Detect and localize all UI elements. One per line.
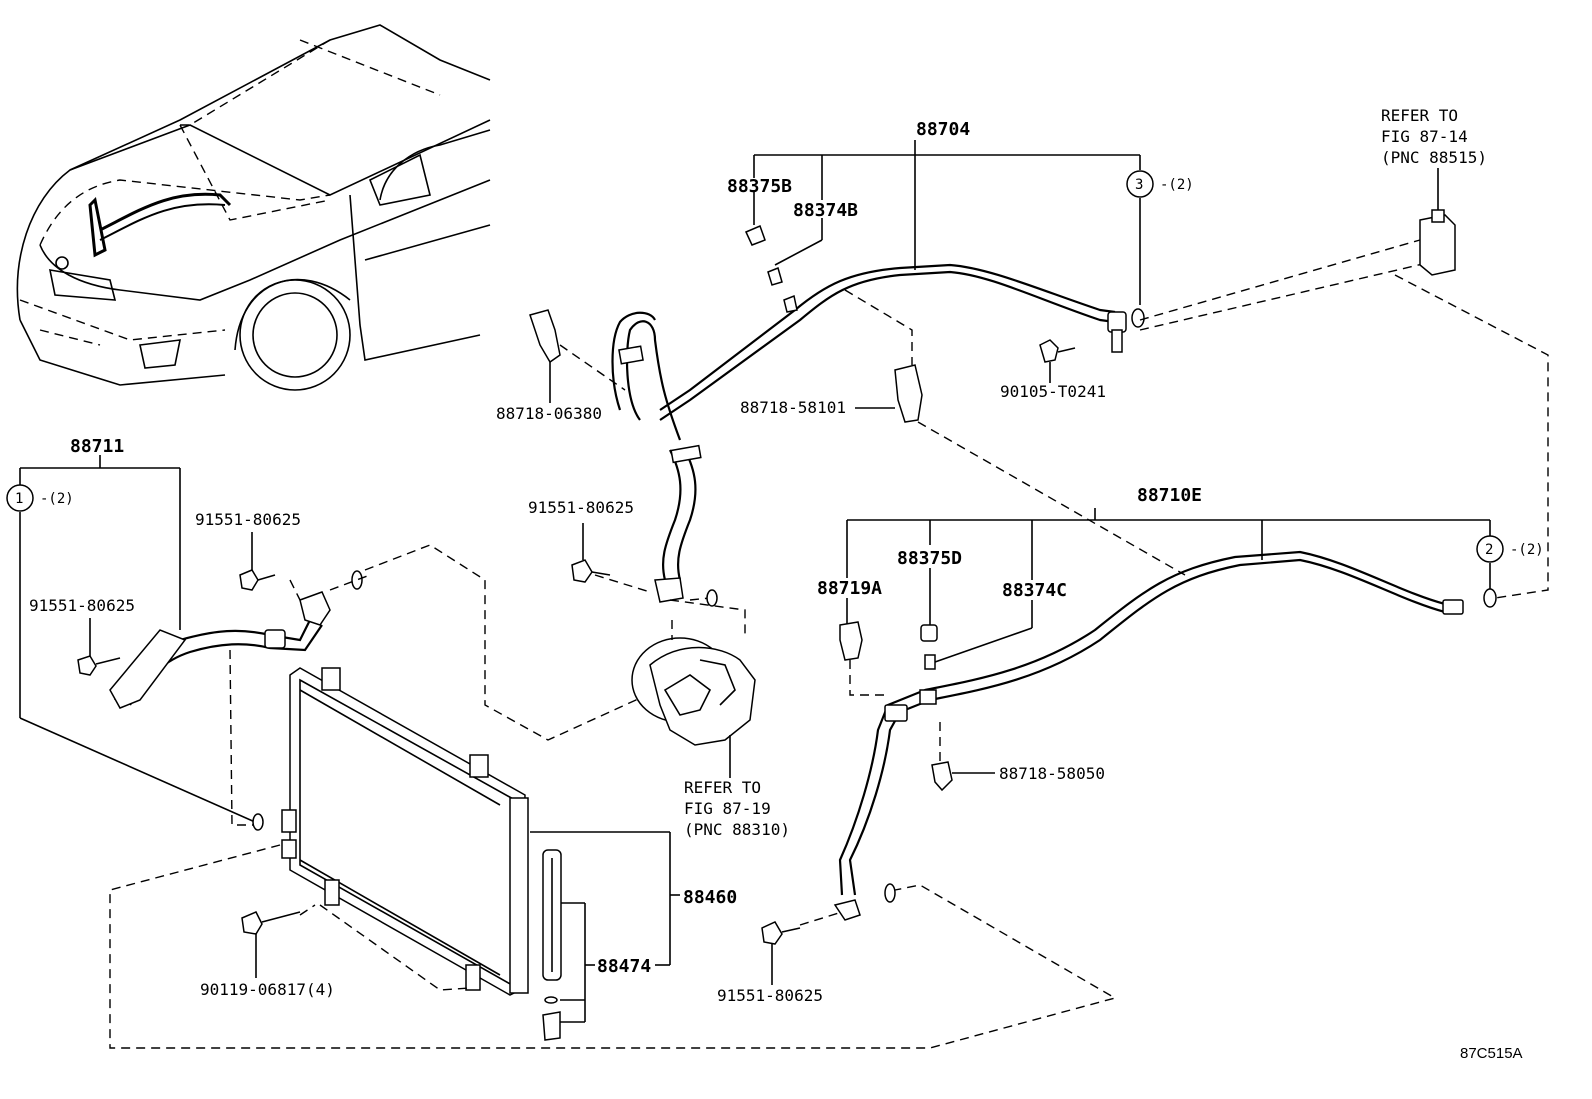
label-90105-T0241: 90105-T0241 <box>1000 382 1106 401</box>
label-91551-80625-right: 91551-80625 <box>717 986 823 1005</box>
label-88718-58050: 88718-58050 <box>999 764 1105 783</box>
refer-top-line3: (PNC 88515) <box>1381 148 1487 167</box>
refer-mid-line2: FIG 87-19 <box>684 799 771 818</box>
label-88710E: 88710E <box>1137 485 1202 506</box>
label-88374C: 88374C <box>1002 580 1067 601</box>
label-91551-80625-center: 91551-80625 <box>528 498 634 517</box>
expansion-valve <box>1419 168 1456 276</box>
refer-top-line1: REFER TO <box>1381 106 1458 125</box>
ref-2-marker: 2 <box>1485 542 1493 558</box>
label-88374B: 88374B <box>793 200 858 221</box>
label-91551-80625-left-top: 91551-80625 <box>195 510 301 529</box>
ref-2-qty: -(2) <box>1510 542 1544 558</box>
compressor <box>571 523 756 778</box>
hose-88711 <box>6 455 681 826</box>
label-88719A: 88719A <box>817 578 882 599</box>
car-illustration <box>16 24 491 391</box>
refer-mid-line1: REFER TO <box>684 778 761 797</box>
label-88375B: 88375B <box>727 176 792 197</box>
labels: 88704 88375B 88374B 3 -(2) REFER TO FIG … <box>15 106 1544 1062</box>
refer-mid-line3: (PNC 88310) <box>684 820 790 839</box>
ref-3-qty: -(2) <box>1160 177 1194 193</box>
label-88704: 88704 <box>916 119 970 140</box>
label-88474: 88474 <box>597 956 651 977</box>
refer-top-line2: FIG 87-14 <box>1381 127 1468 146</box>
diagram-code: 87C515A <box>1460 1045 1523 1062</box>
ref-3-marker: 3 <box>1135 177 1143 193</box>
ref-1-marker: 1 <box>15 491 23 507</box>
label-88718-58101: 88718-58101 <box>740 398 846 417</box>
condenser <box>109 667 1117 1049</box>
ref-1-qty: -(2) <box>40 491 74 507</box>
label-88460: 88460 <box>683 887 737 908</box>
label-91551-80625-left: 91551-80625 <box>29 596 135 615</box>
label-88718-06380: 88718-06380 <box>496 404 602 423</box>
label-88375D: 88375D <box>897 548 962 569</box>
pipe-88710E <box>761 508 1504 985</box>
pipe-88704 <box>529 140 1549 603</box>
label-90119-06817: 90119-06817(4) <box>200 980 335 999</box>
label-88711: 88711 <box>70 436 124 457</box>
